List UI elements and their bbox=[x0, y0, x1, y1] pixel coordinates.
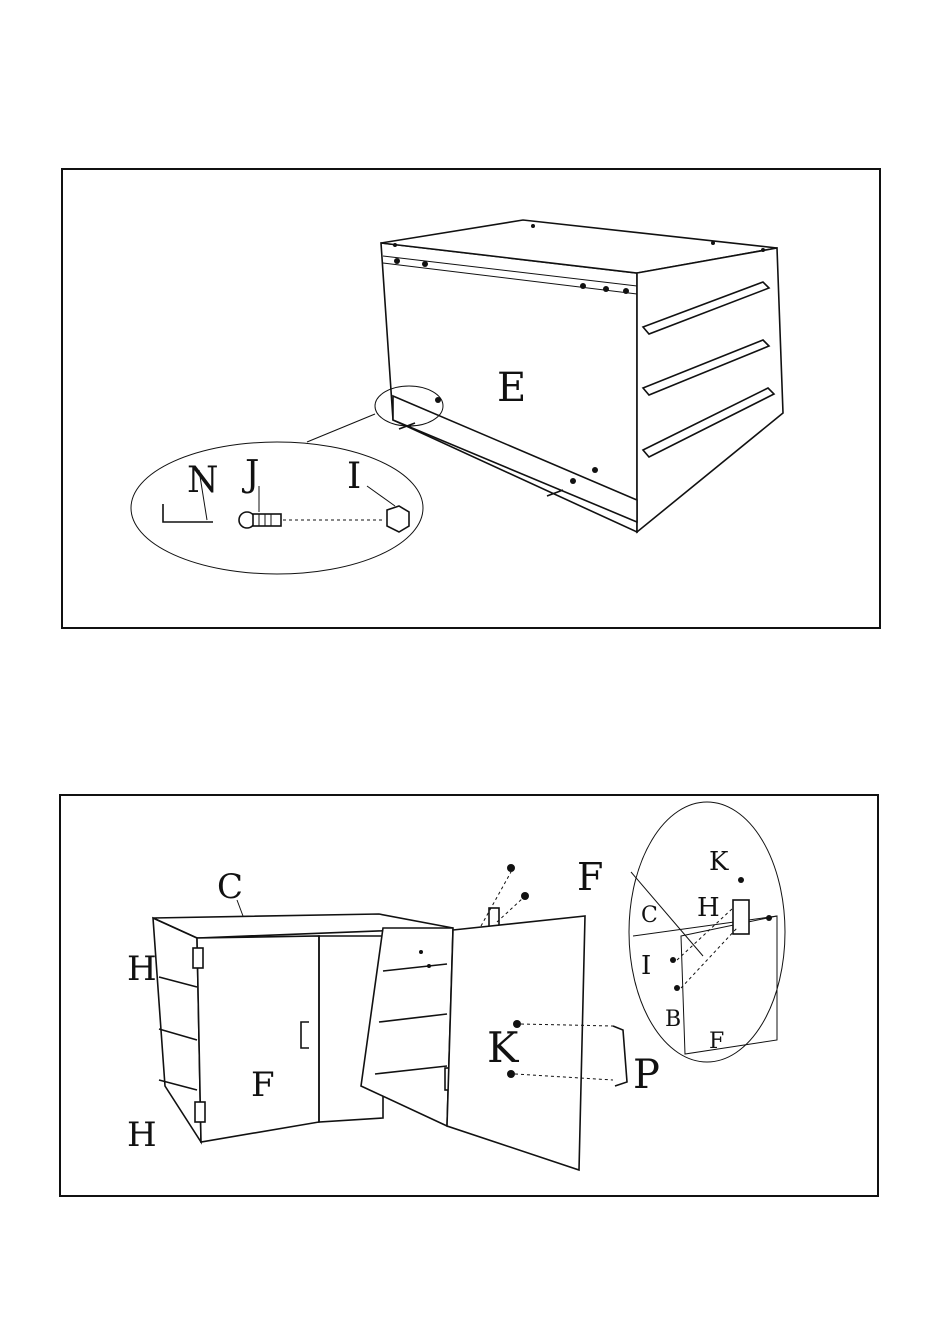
label-e: E bbox=[497, 365, 526, 411]
detail-ellipse bbox=[131, 442, 423, 574]
right-side bbox=[361, 928, 453, 1126]
label-n: N bbox=[187, 460, 219, 501]
label-j: J bbox=[241, 454, 259, 495]
detail-hinge-icon bbox=[733, 900, 749, 934]
step-1-diagram: E N J I bbox=[63, 170, 883, 631]
detail-label-c: C bbox=[641, 903, 658, 928]
step-2-diagram: C H H F F K P K H C I B F bbox=[61, 796, 881, 1199]
label-f-front: F bbox=[251, 1065, 275, 1105]
label-p: P bbox=[633, 1052, 660, 1098]
label-h-top: H bbox=[127, 949, 157, 989]
nut-icon bbox=[387, 506, 409, 532]
step-2-panel: C H H F F K P K H C I B F bbox=[59, 794, 879, 1197]
detail-label-b: B bbox=[665, 1007, 681, 1032]
detail-label-h: H bbox=[697, 893, 720, 923]
detail-circle bbox=[629, 802, 785, 1062]
label-i: I bbox=[347, 456, 361, 497]
detail-label-i: I bbox=[641, 951, 651, 981]
handle-p-icon bbox=[613, 1026, 627, 1086]
detail-label-f: F bbox=[709, 1029, 724, 1054]
label-k: K bbox=[487, 1023, 520, 1072]
label-c: C bbox=[217, 867, 243, 907]
detail-label-k: K bbox=[709, 847, 729, 877]
hinge-bottom-icon bbox=[195, 1102, 205, 1122]
label-h-bottom: H bbox=[127, 1115, 157, 1155]
step-1-panel: E N J I bbox=[61, 168, 881, 629]
hinge-top-icon bbox=[193, 948, 203, 968]
label-f-opened: F bbox=[577, 855, 603, 899]
